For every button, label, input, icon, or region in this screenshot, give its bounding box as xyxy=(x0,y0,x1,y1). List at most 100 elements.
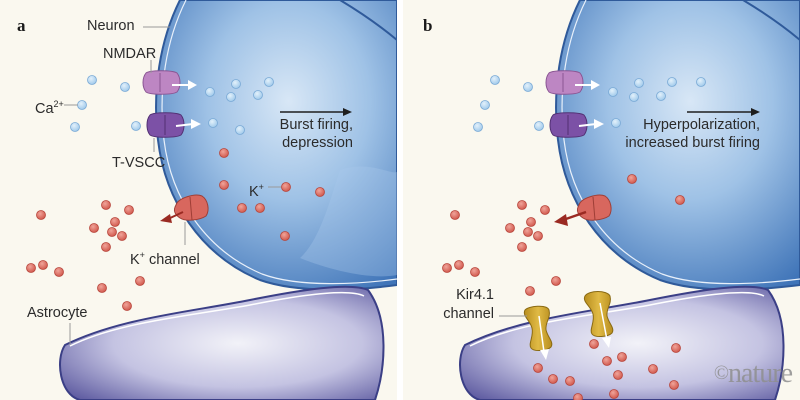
potassium-ions xyxy=(26,148,325,311)
label-k-channel: K+ channel xyxy=(130,247,200,269)
calcium-ion xyxy=(611,118,621,128)
uptake-arrow-icon xyxy=(602,337,611,348)
potassium-ion xyxy=(671,343,681,353)
potassium-ion xyxy=(533,363,543,373)
k-channel xyxy=(554,194,612,226)
kir-channel xyxy=(523,305,553,360)
k-symbol: K xyxy=(249,184,259,200)
potassium-ion xyxy=(97,283,107,293)
calcium-ion xyxy=(656,91,666,101)
label-kir-line1: Kir4.1 xyxy=(456,287,494,303)
potassium-ion xyxy=(110,217,120,227)
outcome-arrow-icon xyxy=(687,108,760,116)
potassium-ion xyxy=(315,187,325,197)
calcium-ion xyxy=(231,79,241,89)
potassium-ion xyxy=(533,231,543,241)
calcium-ion xyxy=(77,100,87,110)
potassium-ion xyxy=(124,205,134,215)
efflux-arrow-icon xyxy=(554,214,568,226)
panel-a-illustration xyxy=(26,0,397,400)
potassium-ion xyxy=(255,203,265,213)
neuron-highlight xyxy=(300,166,397,277)
potassium-ion xyxy=(470,267,480,277)
calcium-ion xyxy=(667,77,677,87)
influx-arrow-icon xyxy=(594,119,604,129)
potassium-ion xyxy=(517,242,527,252)
potassium-ion xyxy=(450,210,460,220)
potassium-ion xyxy=(38,260,48,270)
label-neuron: Neuron xyxy=(87,18,135,34)
potassium-ion xyxy=(219,148,229,158)
calcium-ion xyxy=(608,87,618,97)
potassium-ion xyxy=(523,227,533,237)
panel-b: b Hyperpolarization, increased burst fir… xyxy=(403,0,800,400)
calcium-ion xyxy=(205,87,215,97)
potassium-ion xyxy=(609,389,619,399)
potassium-ion xyxy=(669,380,679,390)
watermark-text: nature xyxy=(728,358,793,389)
potassium-ion xyxy=(26,263,36,273)
astrocyte-membrane-inner xyxy=(469,291,765,347)
potassium-ion xyxy=(526,217,536,227)
label-t-vscc: T-VSCC xyxy=(112,155,166,171)
k-channel-suffix: channel xyxy=(144,252,200,268)
potassium-ion xyxy=(675,195,685,205)
potassium-ion xyxy=(627,174,637,184)
astrocyte-cell xyxy=(59,285,385,400)
potassium-ion xyxy=(589,339,599,349)
k-channel-charge: + xyxy=(139,250,145,260)
k-channel xyxy=(160,194,209,223)
calcium-ion xyxy=(490,75,500,85)
potassium-ion xyxy=(122,301,132,311)
potassium-ion xyxy=(89,223,99,233)
panel-b-illustration xyxy=(442,0,800,400)
calcium-ion xyxy=(87,75,97,85)
potassium-ion xyxy=(442,263,452,273)
calcium-ion xyxy=(208,118,218,128)
potassium-ion xyxy=(540,205,550,215)
potassium-ion xyxy=(219,180,229,190)
potassium-ion xyxy=(454,260,464,270)
label-k-ion: K+ xyxy=(249,179,264,201)
potassium-ion xyxy=(517,200,527,210)
nature-watermark: ©nature xyxy=(713,358,793,390)
nmdar-channel xyxy=(545,70,600,95)
potassium-ion xyxy=(648,364,658,374)
calcium-symbol: Ca xyxy=(35,101,54,117)
label-astrocyte: Astrocyte xyxy=(27,305,88,321)
uptake-arrow-icon xyxy=(540,349,549,360)
potassium-ion xyxy=(280,231,290,241)
potassium-ion xyxy=(573,393,583,400)
calcium-ion xyxy=(226,92,236,102)
potassium-ion xyxy=(613,370,623,380)
label-calcium: Ca2+ xyxy=(35,96,64,118)
potassium-ion xyxy=(101,200,111,210)
influx-arrow-icon xyxy=(591,80,600,90)
potassium-ion xyxy=(237,203,247,213)
calcium-ion xyxy=(253,90,263,100)
astrocyte-membrane-inner xyxy=(69,291,365,347)
t-vscc-channel xyxy=(146,112,201,138)
copyright-icon: © xyxy=(713,362,729,384)
label-outcome-line2: depression xyxy=(282,135,353,151)
potassium-ion xyxy=(281,182,291,192)
influx-arrow-icon xyxy=(191,119,201,129)
calcium-ions xyxy=(473,75,706,132)
calcium-ion xyxy=(120,82,130,92)
k-channel-symbol: K xyxy=(130,252,140,268)
calcium-ion xyxy=(480,100,490,110)
label-outcome-line2: increased burst firing xyxy=(625,135,760,151)
calcium-ion xyxy=(70,122,80,132)
calcium-ions xyxy=(70,75,274,135)
panel-a: a Neuron NMDAR Ca2+ T-VSCC Burst firing,… xyxy=(0,0,397,400)
potassium-ion xyxy=(107,227,117,237)
neuron-membrane-top xyxy=(742,0,800,41)
potassium-ion xyxy=(551,276,561,286)
potassium-ion xyxy=(548,374,558,384)
label-outcome-line1: Hyperpolarization, xyxy=(643,117,760,133)
potassium-ion xyxy=(36,210,46,220)
leader-lines xyxy=(64,26,281,345)
calcium-charge: 2+ xyxy=(53,99,64,109)
potassium-ion xyxy=(565,376,575,386)
calcium-ion xyxy=(523,82,533,92)
